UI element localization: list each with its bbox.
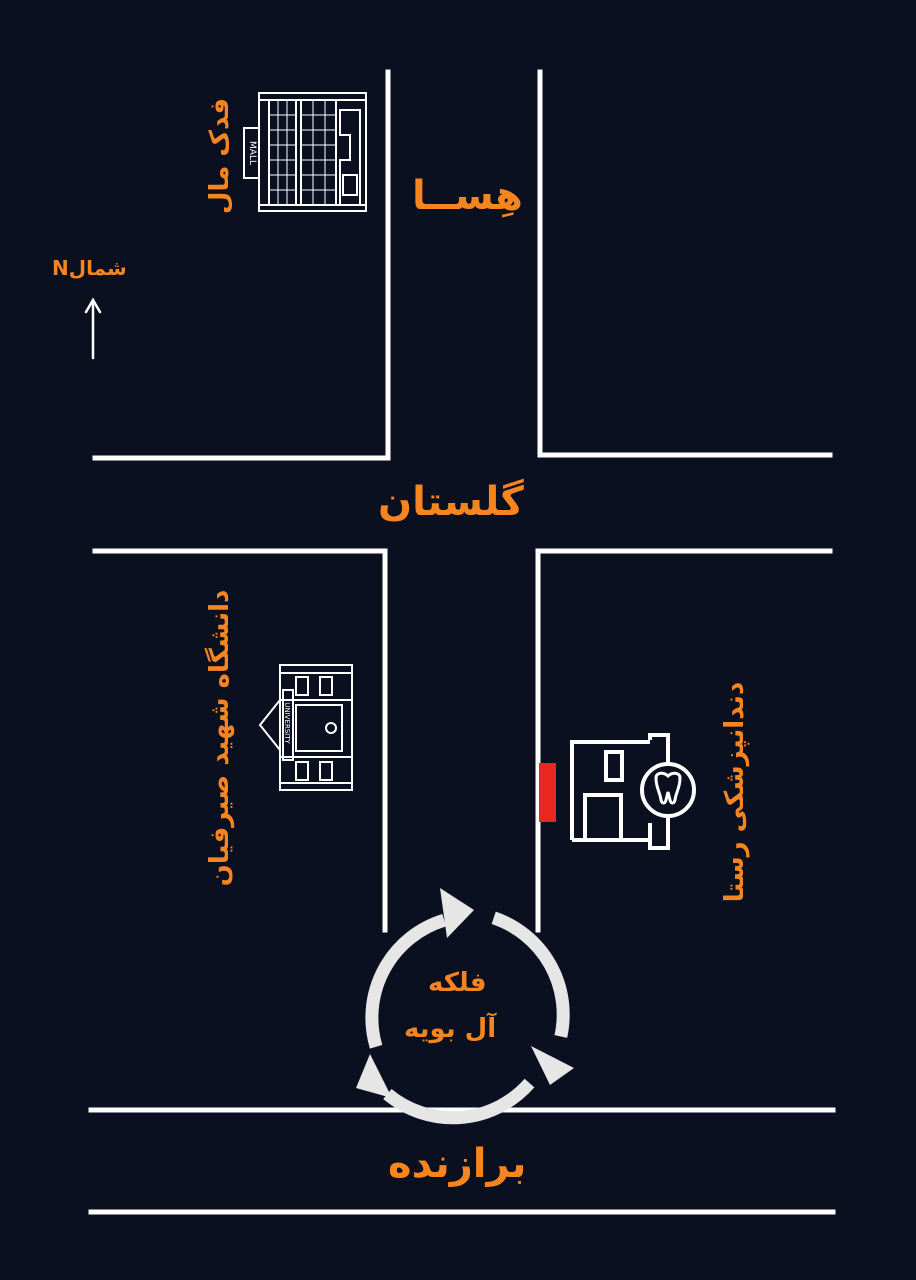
place-label-university: دانشگاه شهید صیرفیان (205, 589, 235, 887)
place-label-dental-clinic: دندانپزشکی رستا (720, 681, 750, 903)
roundabout-arrows-icon (365, 911, 570, 1125)
location-marker (539, 763, 556, 822)
block-ne-boundary (537, 69, 833, 458)
street-label-hesa: هِســا (412, 173, 523, 219)
road-lines (88, 69, 836, 1215)
block-sw-boundary (92, 548, 388, 933)
street-label-golestan: گلستان (378, 479, 524, 525)
north-arrow-icon (84, 297, 102, 360)
university-sign-text: UNIVERSITY (283, 702, 291, 744)
mall-sign-text: MALL (247, 141, 257, 165)
roundabout-label-line2: آل بویه (404, 1014, 497, 1044)
block-se-boundary (535, 548, 833, 933)
university-icon (258, 664, 353, 791)
block-nw-boundary (92, 69, 391, 461)
street-label-barazandeh: برازنده (388, 1141, 527, 1187)
north-label: شمالN (52, 256, 127, 280)
roundabout-arrowheads (356, 888, 574, 1098)
mall-icon (243, 92, 367, 212)
dental-clinic-icon (570, 733, 696, 850)
roundabout-label-line1: فلکه (428, 968, 487, 998)
place-label-fadak-mall: فدک مال (205, 97, 235, 215)
